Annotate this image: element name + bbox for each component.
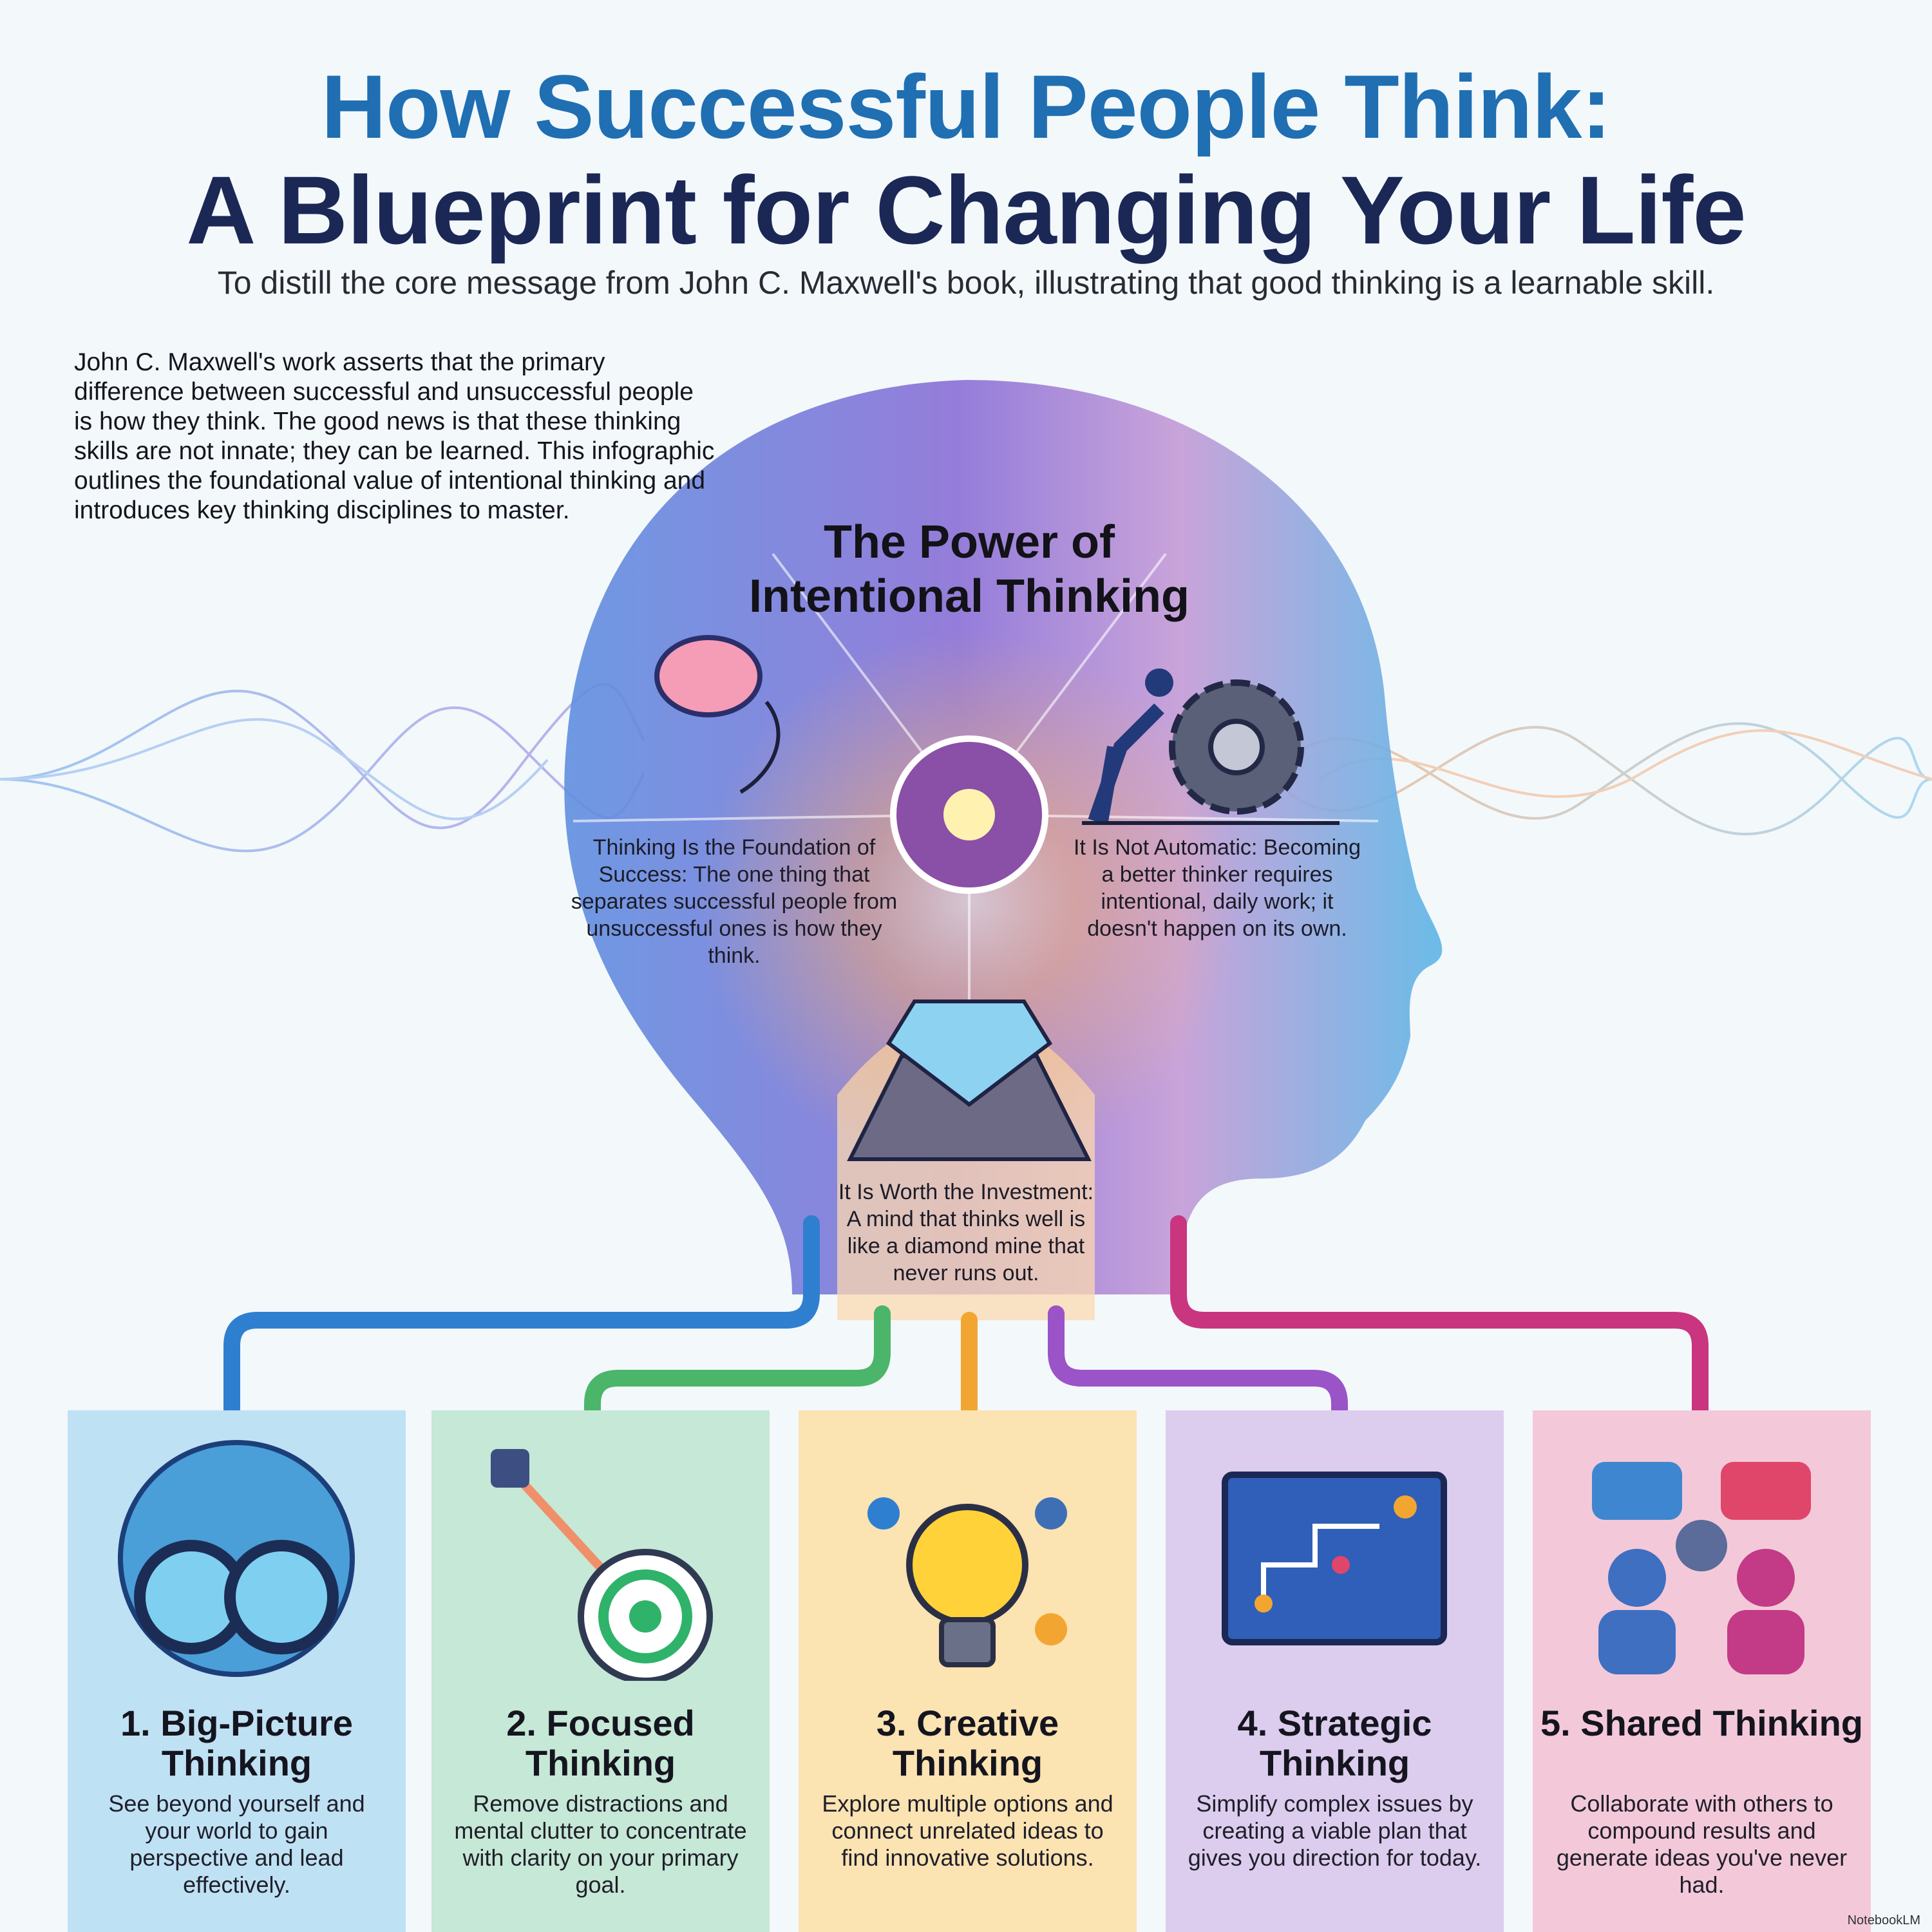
binoculars-icon	[118, 1440, 355, 1677]
brain-icon	[654, 635, 781, 794]
title-line-2: A Blueprint for Changing Your Life	[186, 156, 1746, 264]
discipline-desc: Simplify complex issues by creating a vi…	[1188, 1790, 1482, 1871]
diamond-icon	[847, 999, 1092, 1161]
discipline-title: 3. Creative Thinking	[876, 1703, 1059, 1783]
point-not-automatic: It Is Not Automatic: Becoming a better t…	[1074, 835, 1361, 941]
discipline-title: 5. Shared Thinking	[1540, 1703, 1863, 1743]
discipline-card-creative: 3. Creative Thinking Explore multiple op…	[799, 1410, 1137, 1932]
target-icon	[491, 1449, 713, 1681]
head-title: The Power of Intentional Thinking	[749, 516, 1189, 622]
discipline-desc: Explore multiple options and connect unr…	[822, 1790, 1113, 1871]
discipline-title: 4. Strategic Thinking	[1237, 1703, 1432, 1783]
discipline-card-strategic: 4. Strategic Thinking Simplify complex i…	[1166, 1410, 1504, 1932]
point-foundation: Thinking Is the Foundation of Success: T…	[571, 835, 898, 968]
intro-paragraph: John C. Maxwell's work asserts that the …	[74, 348, 715, 524]
discipline-desc: Remove distractions and mental clutter t…	[454, 1790, 747, 1898]
discipline-card-shared: 5. Shared Thinking Collaborate with othe…	[1533, 1410, 1871, 1932]
lightbulb-icon	[867, 1497, 1067, 1667]
plan-map-icon	[1222, 1472, 1447, 1645]
discipline-card-focused: 2. Focused Thinking Remove distractions …	[431, 1410, 770, 1932]
discipline-card-big-picture: 1. Big-Picture Thinking See beyond yours…	[68, 1410, 406, 1932]
discipline-title: 1. Big-Picture Thinking	[120, 1703, 353, 1783]
point-worth-investment: It Is Worth the Investment: A mind that …	[838, 1180, 1094, 1285]
discipline-desc: Collaborate with others to compound resu…	[1556, 1790, 1848, 1898]
title-line-1: How Successful People Think:	[321, 56, 1611, 157]
collaboration-icon	[1592, 1462, 1811, 1674]
discipline-title: 2. Focused Thinking	[506, 1703, 695, 1783]
gear-push-icon	[1082, 668, 1340, 825]
subtitle: To distill the core message from John C.…	[217, 265, 1715, 301]
discipline-desc: See beyond yourself and your world to ga…	[108, 1790, 365, 1898]
watermark: NotebookLM	[1847, 1913, 1920, 1927]
